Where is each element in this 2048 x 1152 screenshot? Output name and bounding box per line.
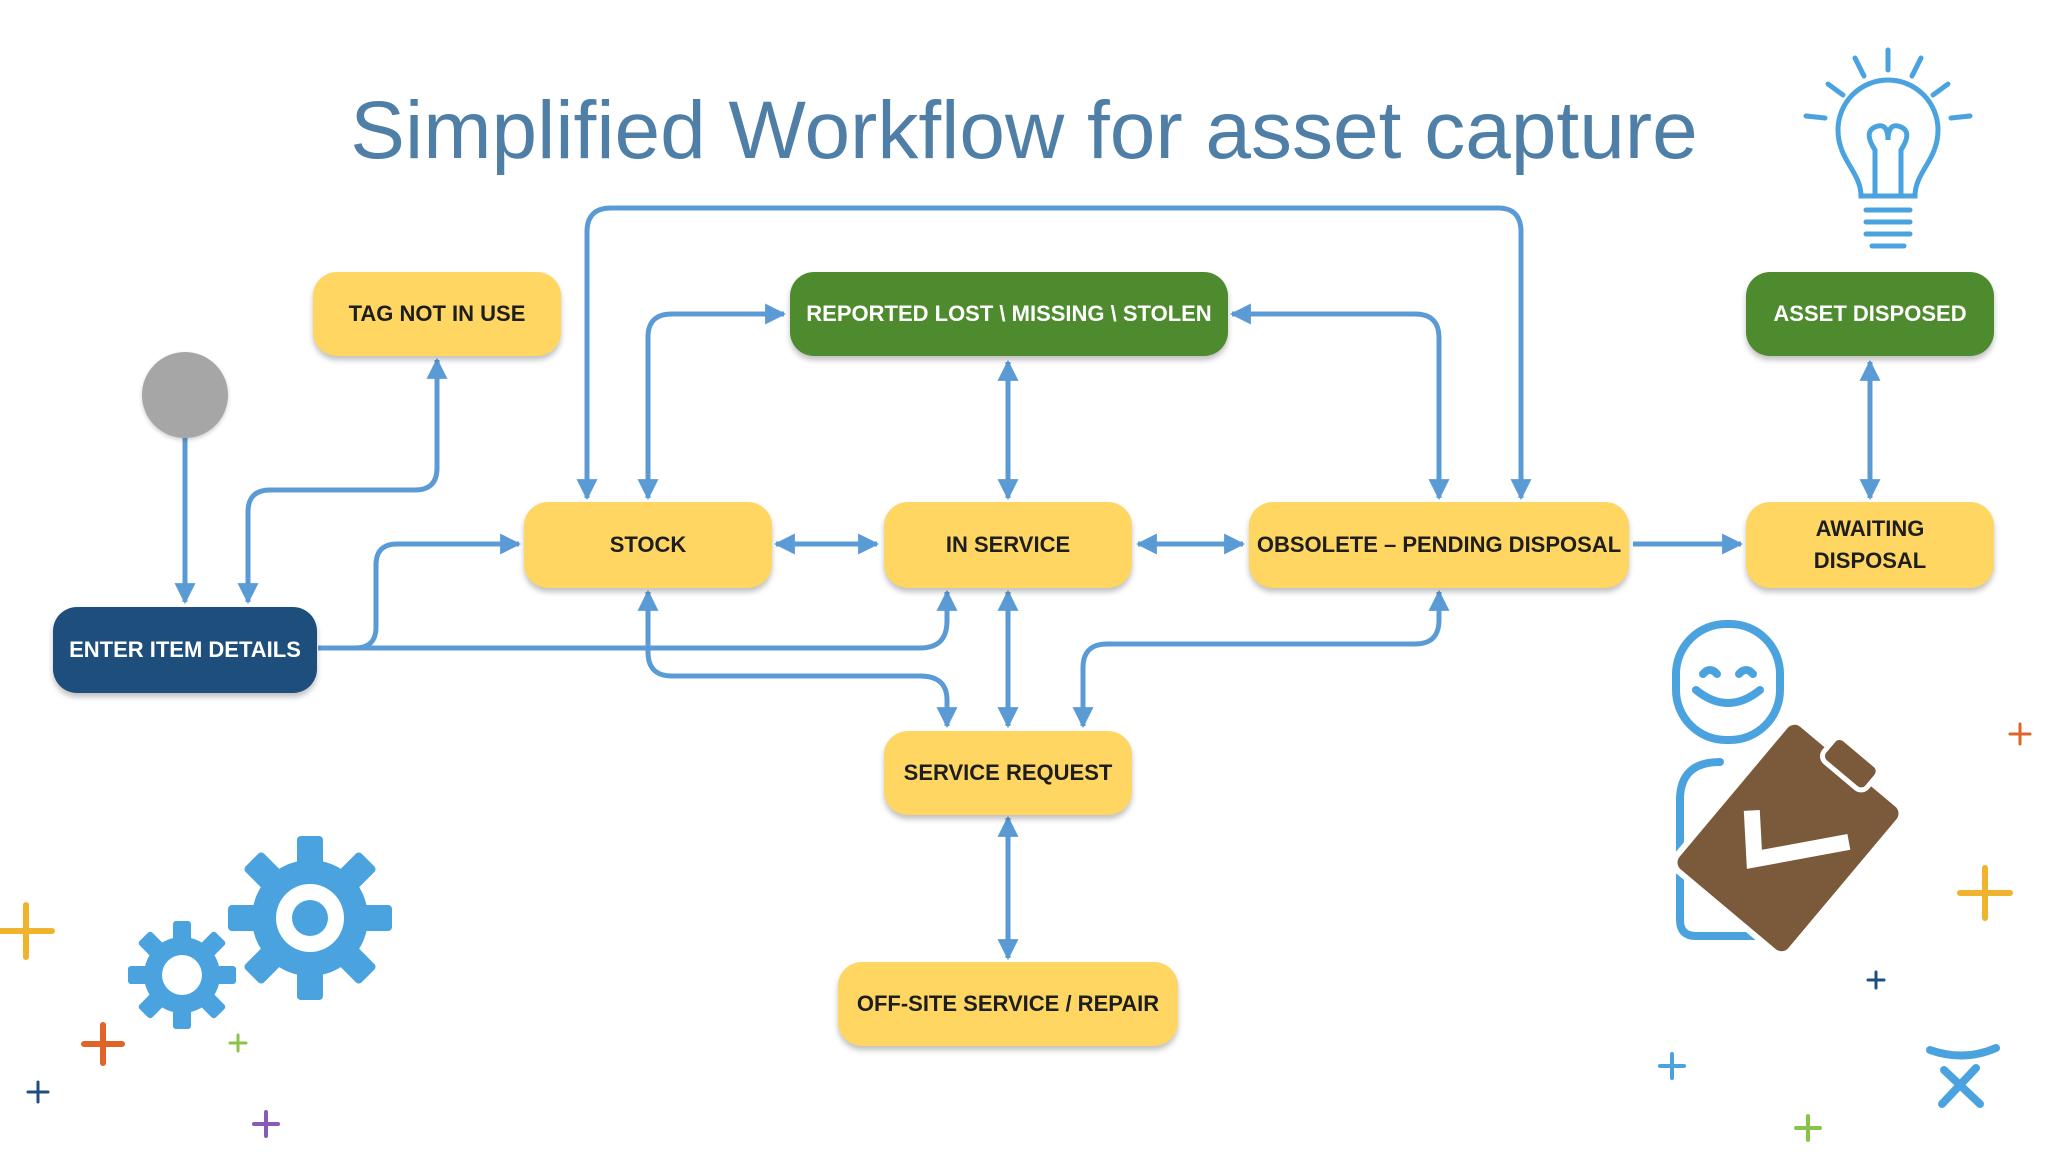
arrow-stock-lost bbox=[637, 303, 787, 501]
node-service-request: SERVICE REQUEST bbox=[884, 731, 1132, 815]
plus-sparkle-icon bbox=[0, 722, 2032, 1142]
arrow-enter-tag bbox=[237, 357, 448, 605]
node-asset-disposed: ASSET DISPOSED bbox=[1746, 272, 1994, 356]
node-label: TAG NOT IN USE bbox=[348, 301, 526, 326]
node-awaiting-disposal: AWAITING DISPOSAL bbox=[1746, 502, 1994, 588]
node-offsite-service-repair: OFF-SITE SERVICE / REPAIR bbox=[838, 962, 1178, 1046]
node-label: REPORTED LOST \ MISSING \ STOLEN bbox=[806, 301, 1212, 326]
start-node bbox=[142, 352, 228, 438]
node-label: OBSOLETE – PENDING DISPOSAL bbox=[1256, 532, 1622, 557]
page-title: Simplified Workflow for asset capture bbox=[350, 85, 1698, 176]
node-label: SERVICE REQUEST bbox=[903, 760, 1113, 785]
node-label: ASSET DISPOSED bbox=[1773, 301, 1967, 326]
person-clipboard-icon bbox=[1671, 620, 1905, 958]
arrow-enter-stock bbox=[318, 533, 522, 651]
node-label-line-1: AWAITING bbox=[1815, 516, 1925, 541]
node-tag-not-in-use: TAG NOT IN USE bbox=[313, 272, 561, 356]
atlassian-logo-icon bbox=[1926, 1044, 2000, 1108]
gears-icon bbox=[128, 836, 392, 1029]
node-label: OFF-SITE SERVICE / REPAIR bbox=[856, 991, 1160, 1016]
node-obsolete-pending-disposal: OBSOLETE – PENDING DISPOSAL bbox=[1249, 502, 1629, 588]
node-enter-item-details: ENTER ITEM DETAILS bbox=[53, 607, 317, 693]
arrow-enter-inservice bbox=[318, 589, 958, 651]
node-label-line-2: DISPOSAL bbox=[1813, 548, 1927, 573]
node-stock: STOCK bbox=[524, 502, 772, 588]
node-in-service: IN SERVICE bbox=[884, 502, 1132, 588]
arrow-obsolete-servicerequest bbox=[1072, 589, 1450, 729]
lightbulb-icon bbox=[1803, 47, 1973, 249]
node-label: STOCK bbox=[609, 532, 687, 557]
arrow-stock-servicerequest bbox=[637, 589, 958, 729]
node-label: ENTER ITEM DETAILS bbox=[69, 637, 301, 662]
node-label: IN SERVICE bbox=[945, 532, 1071, 557]
arrow-lost-obsolete bbox=[1229, 303, 1450, 501]
arrow-stock-obsolete-top bbox=[576, 205, 1532, 501]
node-reported-lost: REPORTED LOST \ MISSING \ STOLEN bbox=[790, 272, 1228, 356]
